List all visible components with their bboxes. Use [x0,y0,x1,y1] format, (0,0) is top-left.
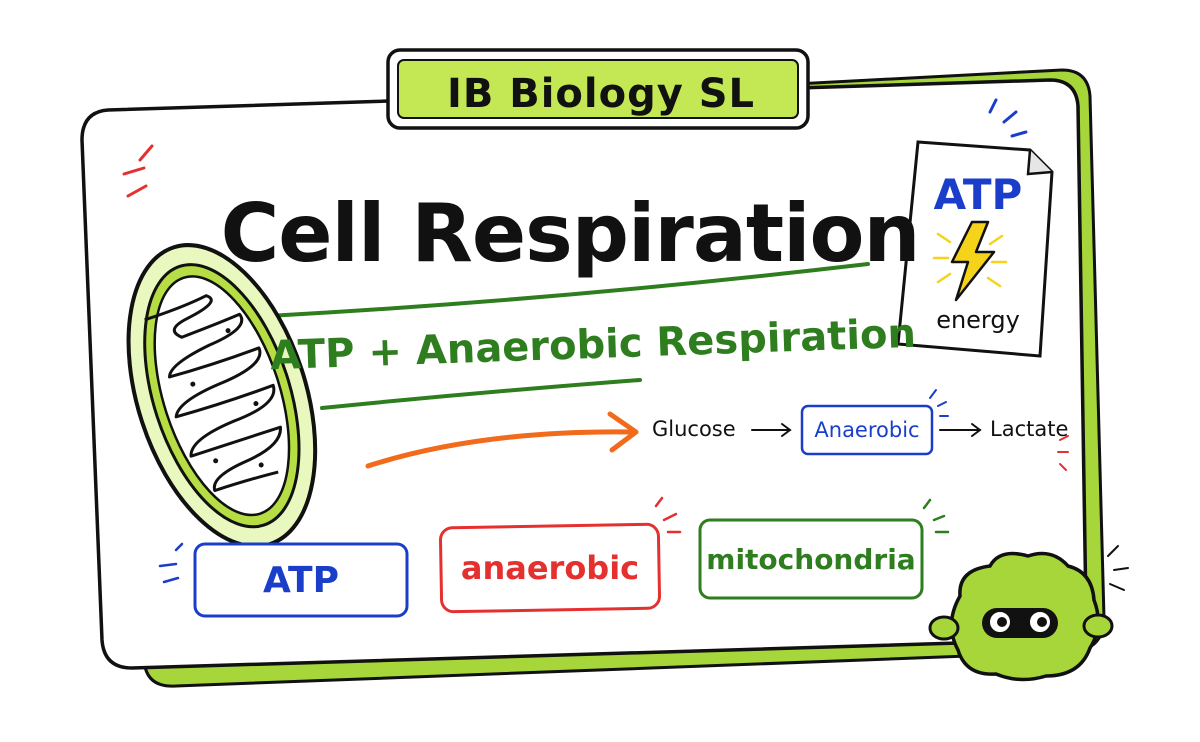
flow-start-label: Glucose [652,417,736,441]
tag-mitochondria: mitochondria [706,542,916,576]
flow-middle-box [800,404,934,456]
green-blob-mascot [928,545,1129,682]
flow-arrows [751,423,982,437]
note-title: ATP [933,169,1023,219]
tag-atp-box [193,542,409,618]
spark-marks-red-small [1057,435,1069,471]
tag-mito-box [698,518,924,600]
spark-marks-tags [158,496,950,584]
tag-atp: ATP [262,559,339,601]
tag-anaerobic-box [438,522,662,614]
mitochondrion-icon [126,243,318,549]
lightning-icon [932,220,1008,302]
spark-marks-blue-small [929,389,949,417]
title-underline [266,262,870,318]
orange-arrow-head [607,411,639,453]
spark-marks-blue-note [988,98,1028,138]
course-badge: IB Biology SL [446,71,756,117]
spark-marks-red [122,144,154,198]
badge-fill [397,59,799,119]
flow-middle-label: Anaerobic [814,418,920,442]
flow-end-label: Lactate [990,417,1069,441]
page-title: Cell Respiration [220,186,921,280]
orange-arrow [365,429,635,469]
subtitle-underline [320,378,642,410]
tag-anaerobic: anaerobic [460,549,640,587]
note-caption: energy [936,306,1020,334]
